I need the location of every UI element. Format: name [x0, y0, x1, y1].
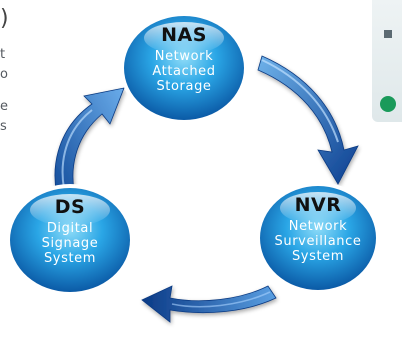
cropped-text-fragment: s — [0, 119, 7, 134]
cropped-text-fragment: e — [0, 99, 8, 114]
side-panel-fragment — [372, 0, 402, 122]
ds-title: DS — [54, 196, 86, 218]
ds-line-1: Digital — [46, 221, 94, 236]
nvr-title: NVR — [294, 194, 342, 216]
nas-bubble — [120, 12, 248, 124]
cropped-text-fragment: ) — [0, 6, 9, 31]
nvr-bubble — [256, 182, 380, 294]
nas-line-3: Storage — [156, 79, 212, 94]
arrow-nvr-to-ds — [141, 285, 277, 323]
ds-line-3: System — [43, 251, 97, 266]
square-icon — [384, 30, 392, 38]
nvr-line-2: Surveillance — [274, 234, 362, 249]
nas-title: NAS — [161, 24, 207, 46]
cropped-text-fragment: t — [0, 47, 6, 62]
nas-line-1: Network — [154, 49, 214, 64]
nvr-line-3: System — [291, 249, 345, 264]
ds-line-2: Signage — [41, 236, 99, 251]
ds-bubble — [6, 184, 134, 296]
green-dot-icon — [380, 96, 396, 112]
cropped-text-fragment: o — [0, 67, 8, 82]
nas-node: NAS Network Attached Storage — [124, 24, 244, 94]
ds-node: DS Digital Signage System — [10, 196, 130, 266]
arrow-nas-to-nvr — [257, 55, 359, 185]
nvr-line-1: Network — [288, 219, 348, 234]
nas-line-2: Attached — [152, 64, 216, 79]
nvr-node: NVR Network Surveillance System — [258, 194, 378, 264]
